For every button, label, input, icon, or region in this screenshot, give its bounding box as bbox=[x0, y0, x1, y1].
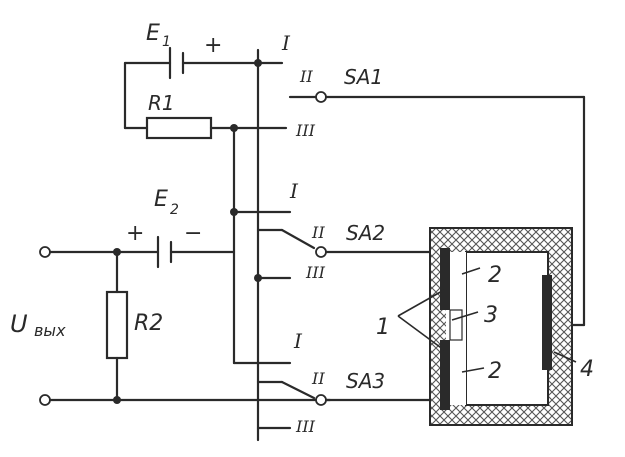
electrode-upper bbox=[440, 248, 450, 310]
sa1-label: SA1 bbox=[344, 65, 383, 89]
sa3-position-i: I bbox=[293, 329, 303, 353]
e2-plus-sign: + bbox=[126, 221, 144, 246]
callout-2-lower: 2 bbox=[488, 359, 502, 384]
battery-e1 bbox=[123, 46, 260, 80]
e2-minus-sign: − bbox=[184, 221, 202, 246]
switch-sa2 bbox=[256, 228, 437, 258]
r2-label: R2 bbox=[134, 311, 163, 336]
resistor-r1 bbox=[123, 61, 288, 140]
sa1-position-iii: III bbox=[295, 121, 316, 140]
callouts bbox=[397, 267, 577, 373]
e2-subscript: 2 bbox=[170, 202, 179, 218]
input-terminal-bottom bbox=[39, 394, 51, 406]
e1-plus-sign: + bbox=[204, 33, 222, 58]
sa2-position-ii: II bbox=[311, 223, 325, 242]
bus-lines bbox=[232, 48, 292, 442]
electrode-right bbox=[542, 275, 552, 370]
e1-label: E bbox=[146, 21, 160, 46]
input-terminal-top bbox=[39, 246, 51, 258]
callout-4: 4 bbox=[580, 357, 594, 382]
callout-2-upper: 2 bbox=[488, 263, 502, 288]
e2-label: E bbox=[154, 187, 168, 212]
callout-1: 1 bbox=[376, 315, 390, 340]
switch-sa3 bbox=[256, 380, 437, 406]
output-voltage-label: U bbox=[10, 310, 28, 338]
r1-label: R1 bbox=[148, 91, 175, 115]
output-voltage-subscript: вых bbox=[34, 321, 66, 340]
sensor-housing bbox=[429, 227, 573, 426]
sa3-position-ii: II bbox=[311, 369, 325, 388]
electrode-lower bbox=[440, 340, 450, 410]
sa3-label: SA3 bbox=[346, 369, 385, 393]
e1-subscript: 1 bbox=[162, 34, 171, 50]
resistor-r2 bbox=[48, 250, 332, 402]
sa3-position-iii: III bbox=[295, 417, 316, 436]
sa2-position-i: I bbox=[289, 179, 299, 203]
callout-3: 3 bbox=[484, 303, 498, 328]
sa2-position-iii: III bbox=[305, 263, 326, 282]
sa2-label: SA2 bbox=[346, 221, 385, 245]
battery-e2 bbox=[48, 235, 236, 269]
sa1-position-ii: II bbox=[299, 67, 313, 86]
sa1-position-i: I bbox=[281, 31, 291, 55]
